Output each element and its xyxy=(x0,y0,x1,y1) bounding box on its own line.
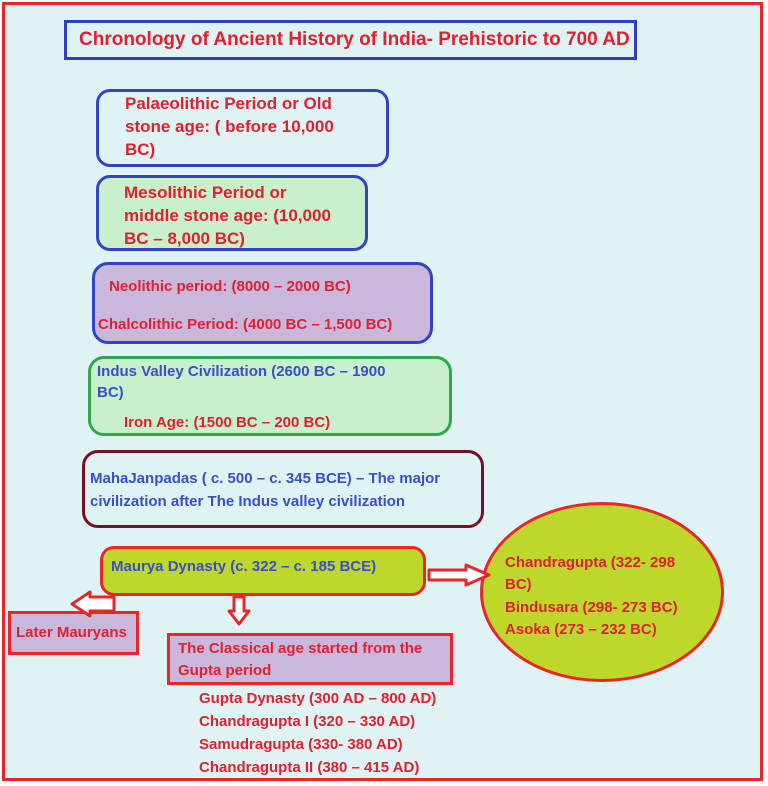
mahajanapadas-box: MahaJanpadas ( c. 500 – c. 345 BCE) – Th… xyxy=(82,450,484,528)
mahajanapadas-line-1: MahaJanpadas ( c. 500 – c. 345 BCE) – Th… xyxy=(90,470,441,487)
maurya-text: Maurya Dynasty (c. 322 – c. 185 BCE) xyxy=(111,558,377,575)
indus-line-2: BC) xyxy=(97,384,124,401)
iron-age-text: Iron Age: (1500 BC – 200 BC) xyxy=(124,414,331,431)
gupta-line-1: Gupta Dynasty (300 AD – 800 AD) xyxy=(199,690,437,707)
neolithic-text: Neolithic period: (8000 – 2000 BC) xyxy=(109,278,351,295)
indus-iron-box: Indus Valley Civilization (2600 BC – 190… xyxy=(88,356,452,436)
ruler-line-3: Bindusara (298- 273 BC) xyxy=(505,599,678,616)
indus-line-1: Indus Valley Civilization (2600 BC – 190… xyxy=(97,363,386,380)
ruler-line-1: Chandragupta (322- 298 xyxy=(505,554,676,571)
right-arrow-icon xyxy=(427,563,491,587)
mesolithic-line-1: Mesolithic Period or xyxy=(124,183,287,202)
down-arrow-icon xyxy=(227,595,251,626)
neolithic-chalcolithic-box: Neolithic period: (8000 – 2000 BC) Chalc… xyxy=(92,262,433,344)
classical-age-box: The Classical age started from the Gupta… xyxy=(167,633,453,685)
mesolithic-box: Mesolithic Period or middle stone age: (… xyxy=(96,175,368,251)
mahajanapadas-line-2: civilization after The Indus valley civi… xyxy=(90,493,406,510)
palaeolithic-box: Palaeolithic Period or Old stone age: ( … xyxy=(96,89,389,167)
title-box: Chronology of Ancient History of India- … xyxy=(64,20,637,60)
classical-line-1: The Classical age started from the xyxy=(178,640,423,657)
maurya-rulers-oval: Chandragupta (322- 298 BC) Bindusara (29… xyxy=(480,502,724,682)
diagram-title: Chronology of Ancient History of India- … xyxy=(79,29,630,50)
classical-line-2: Gupta period xyxy=(178,662,272,679)
mesolithic-line-3: BC – 8,000 BC) xyxy=(124,229,245,248)
mesolithic-line-2: middle stone age: (10,000 xyxy=(124,206,331,225)
gupta-line-2: Chandragupta I (320 – 330 AD) xyxy=(199,713,416,730)
maurya-box: Maurya Dynasty (c. 322 – c. 185 BCE) xyxy=(100,546,426,596)
chalcolithic-text: Chalcolithic Period: (4000 BC – 1,500 BC… xyxy=(98,316,393,333)
palaeolithic-line-3: BC) xyxy=(125,140,156,159)
palaeolithic-line-1: Palaeolithic Period or Old xyxy=(125,94,332,113)
gupta-line-3: Samudragupta (330- 380 AD) xyxy=(199,736,403,753)
later-mauryans-box: Later Mauryans xyxy=(8,611,139,655)
ruler-line-2: BC) xyxy=(505,576,532,593)
later-mauryans-text: Later Mauryans xyxy=(16,624,127,641)
gupta-line-4: Chandragupta II (380 – 415 AD) xyxy=(199,759,420,776)
palaeolithic-line-2: stone age: ( before 10,000 xyxy=(125,117,334,136)
ruler-line-4: Asoka (273 – 232 BC) xyxy=(505,621,657,638)
left-arrow-icon xyxy=(70,590,116,618)
